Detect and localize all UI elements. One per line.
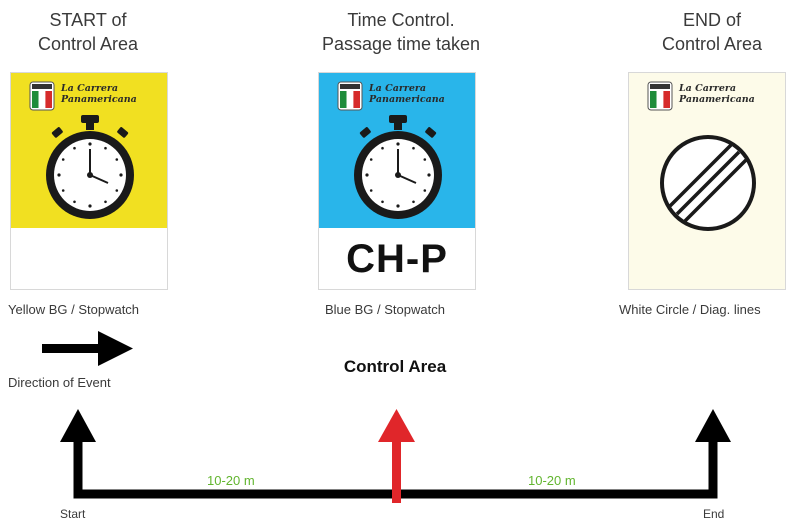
right-arrow-icon <box>42 331 133 366</box>
logo-line2: Panamericana <box>679 94 755 105</box>
end-heading-line2: Control Area <box>661 34 763 54</box>
time-control-arrow <box>378 409 415 503</box>
start-heading-line2: Control Area <box>37 34 139 54</box>
stopwatch-icon <box>46 115 134 219</box>
flag-badge-icon <box>29 81 55 111</box>
carrera-logo: La Carrera Panamericana <box>337 81 467 115</box>
logo-text: La Carrera Panamericana <box>61 83 137 105</box>
end-sign-caption: White Circle / Diag. lines <box>619 302 761 317</box>
stopwatch-icon <box>354 115 442 219</box>
flag-badge-icon <box>337 81 363 111</box>
start-sign-caption: Yellow BG / Stopwatch <box>8 302 140 317</box>
logo-line1: La Carrera <box>369 83 427 94</box>
direction-label: Direction of Event <box>8 375 111 390</box>
flag-badge-icon <box>647 81 673 111</box>
end-label: End <box>703 507 725 521</box>
logo-line2: Panamericana <box>369 94 445 105</box>
start-label: Start <box>60 507 86 521</box>
logo-text: La Carrera Panamericana <box>369 83 445 105</box>
up-arrow-icon <box>695 409 731 442</box>
up-arrow-icon <box>60 409 96 442</box>
logo-line1: La Carrera <box>679 83 737 94</box>
start-sign-blank <box>11 228 167 289</box>
logo-line1: La Carrera <box>61 83 119 94</box>
end-of-restriction-icon <box>660 135 756 231</box>
carrera-logo: La Carrera Panamericana <box>647 81 777 115</box>
control-area-label: Control Area <box>343 357 447 376</box>
end-heading-line1: END of <box>682 10 742 30</box>
time-control-heading: Time Control. Passage time taken <box>296 8 506 56</box>
end-sign: La Carrera Panamericana <box>628 72 786 290</box>
start-heading-line1: START of <box>49 10 127 30</box>
distance-left: 10-20 m <box>207 473 255 488</box>
start-sign: La Carrera Panamericana <box>10 72 168 290</box>
end-heading: END of Control Area <box>622 8 791 56</box>
time-heading-line2: Passage time taken <box>321 34 481 54</box>
distance-right: 10-20 m <box>528 473 576 488</box>
start-heading: START of Control Area <box>0 8 176 56</box>
logo-line2: Panamericana <box>61 94 137 105</box>
time-heading-line1: Time Control. <box>347 10 455 30</box>
logo-text: La Carrera Panamericana <box>679 83 755 105</box>
carrera-logo: La Carrera Panamericana <box>29 81 159 115</box>
time-sign-caption: Blue BG / Stopwatch <box>325 302 445 317</box>
time-control-sign: CH-P La Carrera Panamericana <box>318 72 476 290</box>
time-sign-code-area: CH-P <box>319 228 475 289</box>
control-code: CH-P <box>346 237 448 281</box>
